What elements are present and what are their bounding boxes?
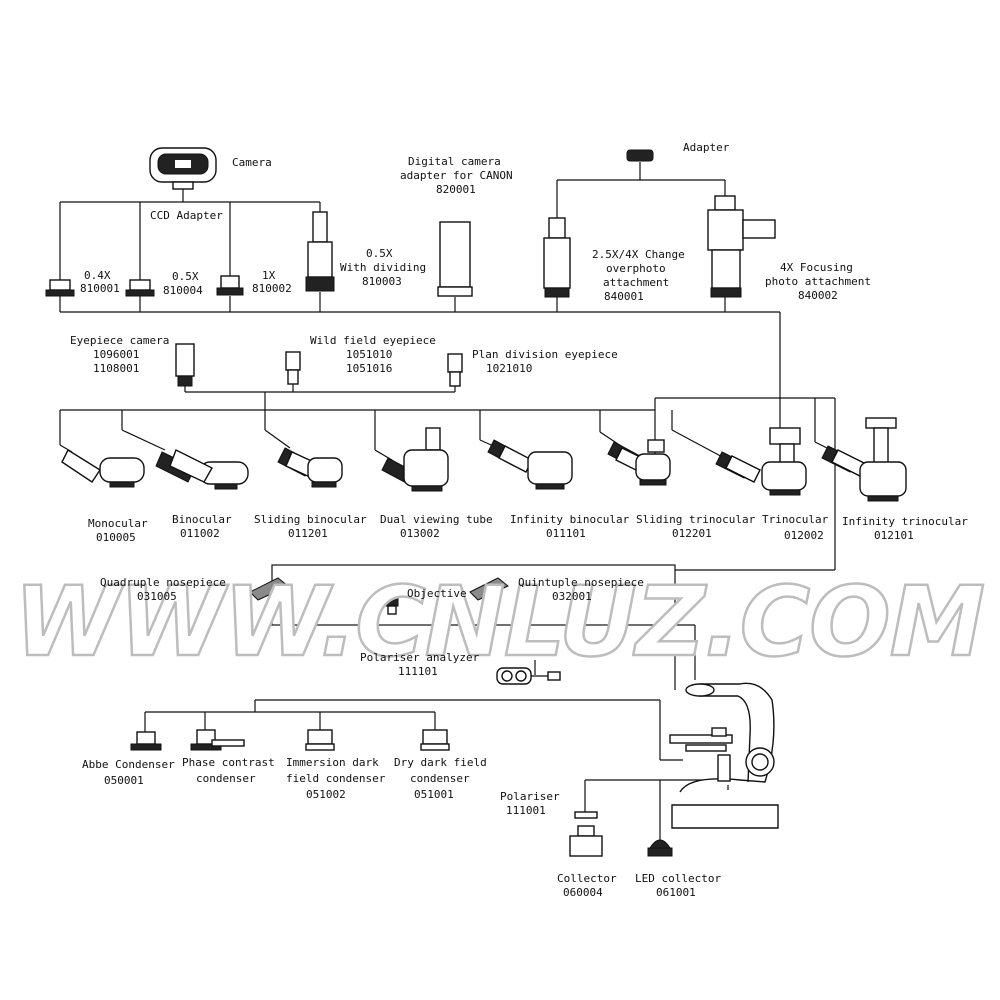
dry-dark-field-condenser-icon <box>421 730 449 750</box>
change-attachment-icon <box>544 218 570 297</box>
immersion-dark-field-condenser-icon <box>306 730 334 750</box>
immersion-condenser-label-2: field condenser <box>286 772 386 785</box>
change-label-1: 2.5X/4X Change <box>592 248 685 261</box>
head-code-8: 012101 <box>874 529 914 542</box>
abbe-condenser-icon <box>131 732 161 750</box>
focusing-label-2: photo attachment <box>765 275 871 288</box>
canon-code: 820001 <box>436 183 476 196</box>
eyepiece-camera-code-1: 1096001 <box>93 348 139 361</box>
collector-label: Collector <box>557 872 617 885</box>
objective-label: Objective <box>407 587 467 600</box>
adapter-1x-icon <box>217 276 243 295</box>
camera-label: Camera <box>232 156 272 169</box>
eyepiece-camera-code-2: 1108001 <box>93 362 139 375</box>
wild-field-code-1: 1051010 <box>346 348 392 361</box>
phase-contrast-condenser-icon <box>191 730 244 750</box>
phase-condenser-label-1: Phase contrast <box>182 756 275 769</box>
adapter-04x-icon <box>46 280 74 296</box>
abbe-condenser-label: Abbe Condenser <box>82 758 175 771</box>
eyepiece-camera-icon <box>176 344 194 386</box>
adapter-05x-label: 0.5X <box>172 270 199 283</box>
ccd-adapter-label: CCD Adapter <box>150 209 223 222</box>
dividing-label-2: With dividing <box>340 261 426 274</box>
focusing-code: 840002 <box>798 289 838 302</box>
canon-label-2: adapter for CANON <box>400 169 513 182</box>
labels: Camera CCD Adapter 0.4X 810001 0.5X 8100… <box>70 141 968 899</box>
phase-condenser-label-2: condenser <box>196 772 256 785</box>
canon-adapter-icon <box>438 222 472 296</box>
polariser-label: Polariser <box>500 790 560 803</box>
head-code-1: 010005 <box>96 531 136 544</box>
head-code-6: 012201 <box>672 527 712 540</box>
dry-condenser-label-2: condenser <box>410 772 470 785</box>
infinity-binocular-head-icon <box>488 440 572 489</box>
quadruple-nosepiece-code: 031005 <box>137 590 177 603</box>
adapter-1x-label: 1X <box>262 269 276 282</box>
monocular-head-icon <box>62 450 144 487</box>
polariser-analyzer-code: 111101 <box>398 665 438 678</box>
head-code-3: 011201 <box>288 527 328 540</box>
head-name-5: Infinity binocular <box>510 513 630 526</box>
plan-division-code: 1021010 <box>486 362 532 375</box>
collector-code: 060004 <box>563 886 603 899</box>
microscope-stand-icon <box>670 683 778 828</box>
sliding-trinocular-head-icon <box>608 440 670 485</box>
dividing-code: 810003 <box>362 275 402 288</box>
change-label-3: attachment <box>603 276 669 289</box>
sliding-binocular-head-icon <box>278 448 342 487</box>
head-code-5: 011101 <box>546 527 586 540</box>
adapter-icon <box>627 150 653 161</box>
canon-label-1: Digital camera <box>408 155 501 168</box>
head-name-1: Monocular <box>88 517 148 530</box>
quintuple-nosepiece-label: Quintuple nosepiece <box>518 576 644 589</box>
eyepiece-camera-label: Eyepiece camera <box>70 334 169 347</box>
led-collector-label: LED collector <box>635 872 721 885</box>
head-code-4: 013002 <box>400 527 440 540</box>
binocular-head-icon <box>156 450 248 489</box>
led-collector-icon <box>648 840 672 856</box>
led-collector-code: 061001 <box>656 886 696 899</box>
adapter-04x-label: 0.4X <box>84 269 111 282</box>
plan-division-label: Plan division eyepiece <box>472 348 618 361</box>
trinocular-head-icon <box>716 428 806 495</box>
immersion-condenser-code: 051002 <box>306 788 346 801</box>
adapter-label: Adapter <box>683 141 730 154</box>
wild-field-eyepiece-icon <box>286 352 300 384</box>
adapter-04x-code: 810001 <box>80 282 120 295</box>
polariser-code: 111001 <box>506 804 546 817</box>
head-name-7: Trinocular <box>762 513 829 526</box>
focusing-label-1: 4X Focusing <box>780 261 853 274</box>
polariser-analyzer-label: Polariser analyzer <box>360 651 480 664</box>
polariser-icon <box>575 812 597 818</box>
quintuple-nosepiece-code: 032001 <box>552 590 592 603</box>
dry-condenser-label-1: Dry dark field <box>394 756 487 769</box>
head-code-2: 011002 <box>180 527 220 540</box>
head-name-6: Sliding trinocular <box>636 513 756 526</box>
adapter-05x-icon <box>126 280 154 296</box>
immersion-condenser-label-1: Immersion dark <box>286 756 379 769</box>
quadruple-nosepiece-label: Quadruple nosepiece <box>100 576 226 589</box>
abbe-condenser-code: 050001 <box>104 774 144 787</box>
wild-field-code-2: 1051016 <box>346 362 392 375</box>
wild-field-label: Wild field eyepiece <box>310 334 436 347</box>
adapter-1x-code: 810002 <box>252 282 292 295</box>
head-code-7: 012002 <box>784 529 824 542</box>
collector-icon <box>570 826 602 856</box>
dividing-label-1: 0.5X <box>366 247 393 260</box>
plan-division-eyepiece-icon <box>448 354 462 386</box>
head-name-3: Sliding binocular <box>254 513 367 526</box>
dry-condenser-code: 051001 <box>414 788 454 801</box>
change-code: 840001 <box>604 290 644 303</box>
change-label-2: overphoto <box>606 262 666 275</box>
head-name-2: Binocular <box>172 513 232 526</box>
dividing-adapter-icon <box>306 212 334 291</box>
head-name-8: Infinity trinocular <box>842 515 968 528</box>
head-name-4: Dual viewing tube <box>380 513 493 526</box>
adapter-05x-code: 810004 <box>163 284 203 297</box>
camera-icon <box>150 148 216 189</box>
